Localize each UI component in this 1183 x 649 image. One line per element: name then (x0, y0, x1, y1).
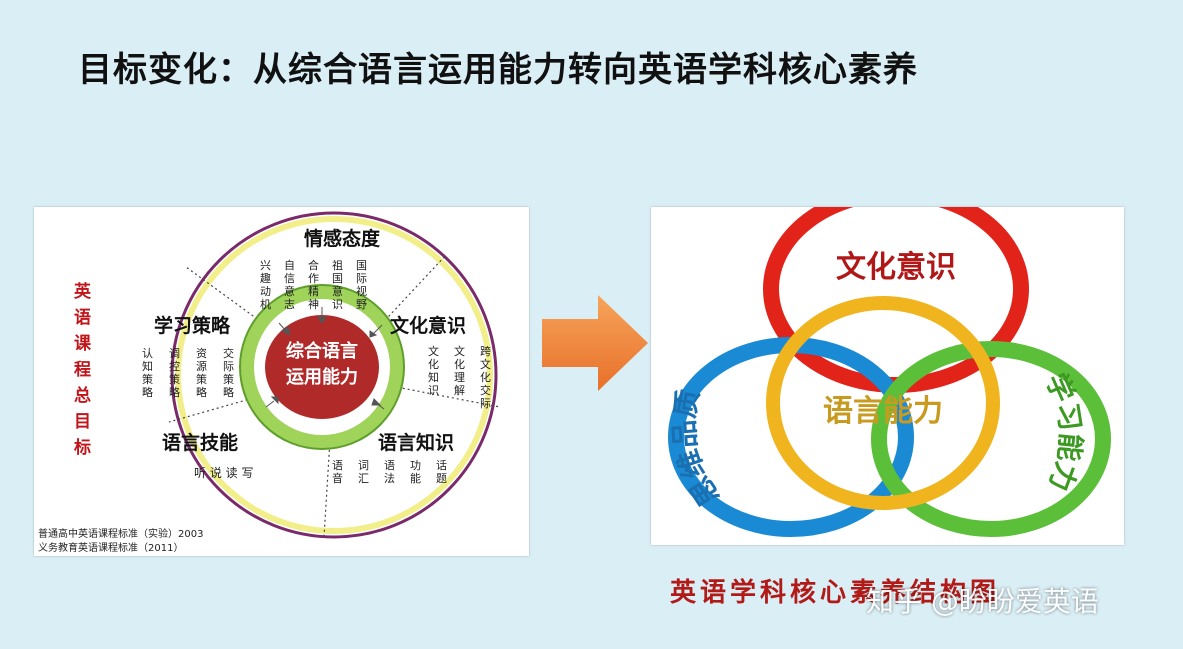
center-label-line1: 综合语言 (286, 340, 358, 362)
knowledge-item-2: 语法 (384, 459, 395, 485)
ring-language (766, 296, 1000, 510)
outer-circle-highlight (175, 216, 493, 534)
knowledge-item-4: 话题 (436, 459, 447, 485)
skills-items: 听 说 读 写 (194, 465, 253, 480)
strategy-item-0: 认知策略 (142, 347, 153, 399)
core-literacy-svg: 文化意识 语言能力 思维品质 学习能力 (668, 185, 1111, 537)
ring-label-culture: 文化意识 (836, 250, 956, 285)
source-line-1: 普通高中英语课程标准（实验）2003 (38, 527, 203, 540)
side-label-vertical: 英语课程总目标 (74, 281, 92, 458)
source-line-2: 义务教育英语课程标准（2011） (38, 541, 183, 554)
strategy-items: 认知策略 调控策略 资源策略 交际策略 (142, 346, 234, 399)
emotion-item-1: 自信意志 (284, 259, 295, 311)
center-arrows (265, 307, 385, 410)
knowledge-item-0: 语音 (332, 459, 343, 485)
curriculum-goals-diagram: 综合语言 运用能力 情感态度 学习策略 文化意识 语言技能 语言知识 兴趣动机 自… (34, 207, 529, 556)
emotion-item-0: 兴趣动机 (260, 259, 271, 311)
center-label-line2: 运用能力 (286, 366, 358, 388)
culture-item-2: 跨文化交际 (480, 345, 491, 410)
curriculum-goals-svg: 综合语言 运用能力 情感态度 学习策略 文化意识 语言技能 语言知识 兴趣动机 自… (38, 211, 501, 554)
page-title: 目标变化：从综合语言运用能力转向英语学科核心素养 (78, 50, 918, 90)
ring-learning (871, 341, 1111, 537)
side-label-text: 英语课程总目标 (74, 281, 92, 458)
center-ellipse (265, 315, 379, 419)
transition-arrow-icon (542, 295, 648, 391)
strategy-item-3: 交际策略 (223, 346, 234, 399)
culture-item-0: 文化知识 (428, 344, 439, 397)
ring-label-language: 语言能力 (823, 394, 943, 429)
emotion-item-4: 国际视野 (356, 259, 367, 311)
watermark: 知乎 @盼盼爱英语 (866, 585, 1099, 618)
emotion-items: 兴趣动机 自信意志 合作精神 祖国意识 国际视野 (260, 258, 367, 311)
culture-items: 文化知识 文化理解 跨文化交际 (428, 344, 491, 410)
knowledge-item-3: 功能 (410, 459, 421, 485)
strategy-item-2: 资源策略 (196, 347, 207, 399)
section-title-knowledge: 语言知识 (378, 431, 454, 454)
section-title-emotion: 情感态度 (304, 227, 381, 250)
emotion-item-3: 祖国意识 (332, 258, 343, 311)
strategy-item-1: 调控策略 (169, 347, 180, 399)
culture-item-1: 文化理解 (454, 344, 465, 397)
core-literacy-caption: 英语学科核心素养结构图 (670, 578, 1001, 608)
core-literacy-diagram: 文化意识 语言能力 思维品质 学习能力 (651, 185, 1124, 545)
section-title-strategy: 学习策略 (154, 314, 231, 337)
section-title-culture: 文化意识 (390, 314, 466, 337)
knowledge-item-1: 词汇 (358, 459, 369, 485)
section-title-skills: 语言技能 (162, 431, 238, 454)
emotion-item-2: 合作精神 (308, 258, 319, 311)
